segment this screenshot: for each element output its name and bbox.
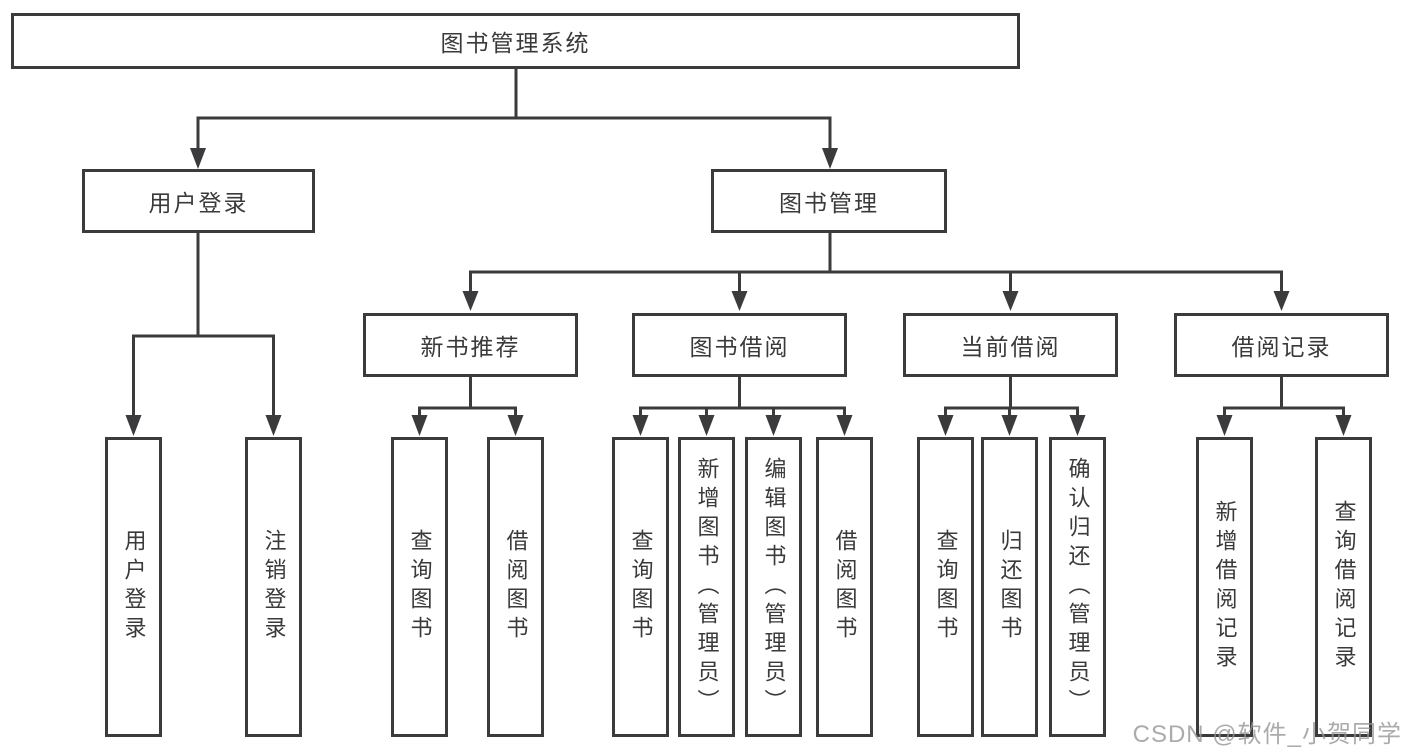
leaf-add-borrow-record-label: 新增借阅记录 <box>1212 500 1238 674</box>
node-borrow-record: 借阅记录 <box>1174 313 1389 377</box>
leaf-borrow-book-1: 借阅图书 <box>487 437 544 737</box>
connector-bookmanage-to-level3 <box>462 233 1290 311</box>
leaf-user-login: 用户登录 <box>105 437 162 737</box>
leaf-add-book-admin: 新增图书（管理员） <box>678 437 735 737</box>
leaf-query-book-2-label: 查询图书 <box>628 529 654 645</box>
leaf-add-borrow-record: 新增借阅记录 <box>1196 437 1253 737</box>
node-current-borrow: 当前借阅 <box>903 313 1118 377</box>
leaf-edit-book-admin: 编辑图书（管理员） <box>745 437 802 737</box>
node-library-system: 图书管理系统 <box>11 13 1020 69</box>
leaf-query-borrow-record: 查询借阅记录 <box>1315 437 1372 737</box>
leaf-borrow-book-1-label: 借阅图书 <box>503 529 529 645</box>
node-new-book-recommend: 新书推荐 <box>363 313 578 377</box>
connector-currentborrow-to-leaves <box>937 377 1086 436</box>
leaf-query-borrow-record-label: 查询借阅记录 <box>1331 500 1357 674</box>
node-book-management: 图书管理 <box>711 169 947 233</box>
leaf-confirm-return-admin-label: 确认归还（管理员） <box>1065 456 1091 718</box>
leaf-query-book-3: 查询图书 <box>917 437 974 737</box>
connector-newbook-to-leaves <box>411 377 524 436</box>
node-book-borrow: 图书借阅 <box>632 313 847 377</box>
leaf-query-book-3-label: 查询图书 <box>933 529 959 645</box>
leaf-logout: 注销登录 <box>245 437 302 737</box>
leaf-user-login-label: 用户登录 <box>121 529 147 645</box>
connector-borrowrecord-to-leaves <box>1216 377 1352 436</box>
leaf-borrow-book-2: 借阅图书 <box>816 437 873 737</box>
leaf-query-book-2: 查询图书 <box>612 437 669 737</box>
node-user-login: 用户登录 <box>82 169 315 233</box>
leaf-logout-label: 注销登录 <box>261 529 287 645</box>
connector-root-to-level2 <box>190 69 838 169</box>
leaf-borrow-book-2-label: 借阅图书 <box>832 529 858 645</box>
leaf-confirm-return-admin: 确认归还（管理员） <box>1049 437 1106 737</box>
leaf-edit-book-admin-label: 编辑图书（管理员） <box>761 456 787 718</box>
leaf-return-book-label: 归还图书 <box>997 529 1023 645</box>
connector-bookborrow-to-leaves <box>632 377 853 436</box>
leaf-query-book-1: 查询图书 <box>391 437 448 737</box>
leaf-add-book-admin-label: 新增图书（管理员） <box>694 456 720 718</box>
leaf-query-book-1-label: 查询图书 <box>407 529 433 645</box>
connector-userlogin-to-leaves <box>125 233 282 436</box>
leaf-return-book: 归还图书 <box>981 437 1038 737</box>
csdn-watermark: CSDN @软件_小贺同学 <box>1132 721 1402 747</box>
